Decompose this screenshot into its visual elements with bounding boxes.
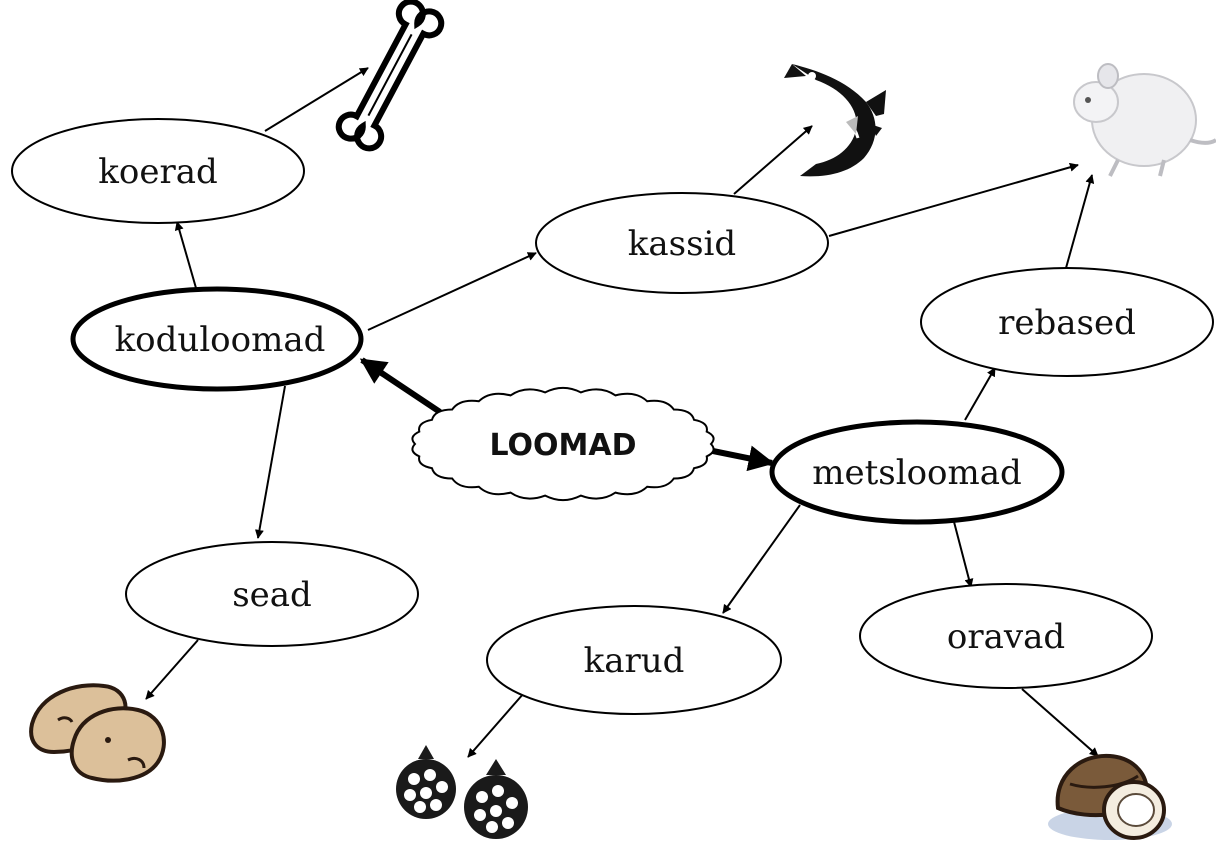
node-label-metsloomad: metsloomad bbox=[812, 453, 1022, 493]
arrow-metsloomad-karud bbox=[722, 504, 801, 614]
mouse-icon bbox=[1073, 63, 1216, 177]
node-sead: sead bbox=[125, 541, 419, 647]
node-kassid: kassid bbox=[535, 192, 829, 294]
node-koerad: koerad bbox=[11, 118, 305, 224]
node-label-oravad: oravad bbox=[947, 617, 1065, 657]
arrow-root-metsloomad bbox=[707, 445, 775, 472]
node-karud: karud bbox=[486, 605, 782, 715]
node-rebased: rebased bbox=[920, 267, 1214, 377]
node-koduloomad: koduloomad bbox=[70, 286, 364, 392]
arrow-kassid-mouse bbox=[828, 162, 1079, 237]
arrow-karud-berries bbox=[467, 692, 525, 758]
fish-icon bbox=[784, 64, 886, 177]
node-label-karud: karud bbox=[584, 641, 685, 681]
node-label-rebased: rebased bbox=[998, 303, 1136, 343]
arrow-metsloomad-rebased bbox=[964, 367, 996, 421]
node-label-kassid: kassid bbox=[628, 224, 736, 264]
root-label: LOOMAD bbox=[489, 428, 636, 463]
berries-icon bbox=[396, 745, 528, 839]
arrow-koduloomad-kassid bbox=[367, 252, 537, 331]
arrow-metsloomad-oravad bbox=[952, 517, 974, 588]
arrow-rebased-mouse bbox=[1065, 174, 1095, 269]
arrow-koerad-bone bbox=[264, 67, 369, 132]
arrow-oravad-nut bbox=[1021, 688, 1099, 757]
potatoes-icon bbox=[29, 683, 166, 783]
node-label-sead: sead bbox=[232, 575, 312, 615]
node-metsloomad: metsloomad bbox=[769, 419, 1065, 525]
node-label-koduloomad: koduloomad bbox=[115, 320, 326, 360]
arrow-koduloomad-sead bbox=[254, 385, 286, 539]
hazelnut-icon bbox=[1048, 753, 1172, 840]
arrow-sead-potatoes bbox=[145, 639, 199, 700]
arrow-root-koduloomad bbox=[359, 357, 442, 415]
node-oravad: oravad bbox=[859, 583, 1153, 689]
cloud-shape bbox=[411, 386, 715, 502]
connectors bbox=[145, 67, 1099, 758]
bone-icon bbox=[335, 0, 445, 152]
arrow-kassid-fish bbox=[733, 125, 813, 195]
root-cloud: LOOMAD bbox=[411, 386, 715, 502]
arrow-koduloomad-koerad bbox=[174, 221, 197, 289]
node-label-koerad: koerad bbox=[98, 152, 217, 192]
